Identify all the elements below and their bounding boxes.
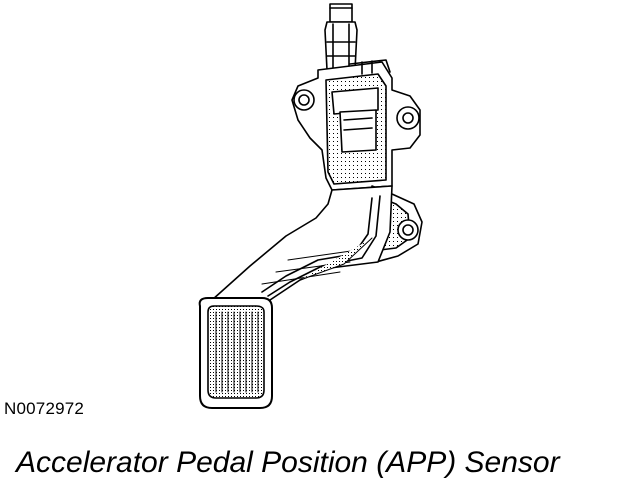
figure-reference-code: N0072972 <box>4 399 85 418</box>
pedal-arm <box>211 185 393 307</box>
figure-caption: Accelerator Pedal Position (APP) Sensor <box>16 446 560 479</box>
pedal-pad <box>198 297 273 409</box>
sensor-housing <box>291 59 421 191</box>
lower-mounting-hole <box>397 219 419 241</box>
electrical-connector <box>324 3 358 71</box>
upper-left-mounting-hole <box>293 89 315 111</box>
upper-right-mounting-hole <box>396 106 420 130</box>
app-sensor-pedal-illustration <box>198 3 423 409</box>
